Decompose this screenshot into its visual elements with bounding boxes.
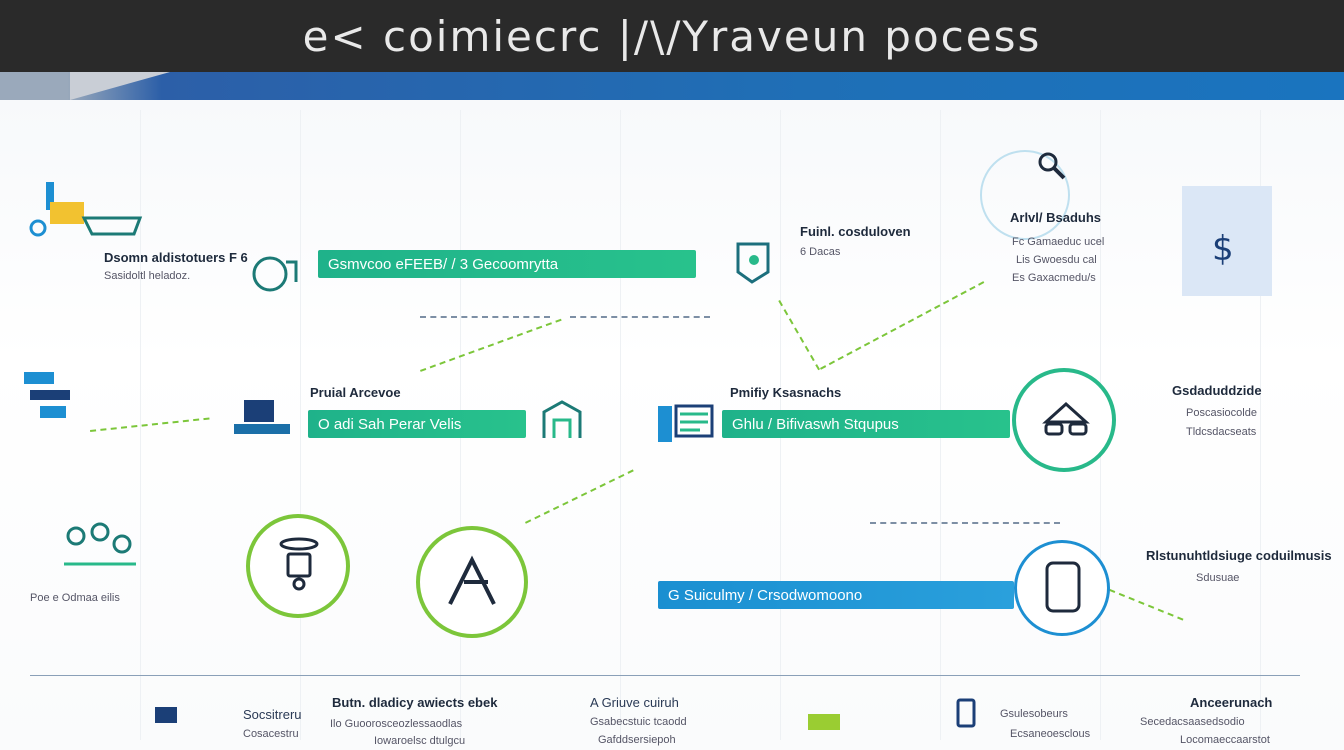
footer-sublabel: Iowaroelsc dtulgcu [374, 735, 466, 747]
footer-label: A Griuve cuiruh [590, 695, 679, 710]
footer-sublabel: Ecsaneoesclous [1010, 728, 1091, 740]
search-node [980, 150, 1070, 240]
footer-sublabel: Ilo Guoorosceozlessaodlas [330, 718, 463, 730]
node-label: Fuinl. cosduloven [800, 224, 911, 239]
node-label: Gsdaduddzide [1172, 383, 1262, 398]
separator-dashed [870, 522, 1060, 524]
glasses-icon [1042, 401, 1090, 436]
grid-line [1260, 110, 1261, 740]
team-icon [64, 522, 136, 566]
footer-sublabel: Gsabecstuic tcaodd [590, 716, 687, 728]
process-bar-bottom: G Suiculmy / Crsodwomoono [658, 581, 1014, 609]
document-list-icon [658, 404, 714, 442]
footer-sublabel: Cosacestru [243, 728, 299, 740]
separator-dashed [420, 316, 550, 318]
node-sublabel: Lis Gwoesdu cal [1016, 254, 1097, 266]
footer-label: Socsitreru [243, 707, 302, 722]
node-label: Dsomn aldistotuers F 6 [104, 250, 248, 265]
easel-node [416, 526, 528, 638]
lamp-icon [279, 537, 319, 591]
footer-divider [30, 675, 1300, 676]
svg-text:$: $ [1212, 229, 1234, 269]
header-band-wedge [70, 72, 170, 100]
lamp-node [246, 514, 350, 618]
node-sublabel: Sasidoltl heladoz. [104, 270, 191, 282]
glasses-node [1012, 368, 1116, 472]
node-sublabel: Fc Gamaeduc ucel [1012, 236, 1105, 248]
phone-icon [956, 698, 976, 728]
node-sublabel: Poe e Odmaa eilis [30, 592, 120, 604]
search-icon [1038, 152, 1066, 180]
process-bar-mid-left: O adi Sah Perar Velis [308, 410, 526, 438]
page-title: e< coimiecrc |/\/Yraveun pocess [0, 0, 1344, 72]
container-icon [1045, 561, 1081, 613]
easel-icon [448, 555, 496, 605]
bag-icon [29, 182, 84, 237]
node-label: Rlstunuhtldsiuge coduilmusis [1146, 548, 1332, 563]
footer-sublabel: Gsulesobeurs [1000, 708, 1068, 720]
node-sublabel: Sdusuae [1196, 572, 1240, 584]
node-label: Arlvl/ Bsaduhs [1010, 210, 1102, 225]
header-band [0, 72, 1344, 100]
node-sublabel: Poscasiocolde [1186, 407, 1257, 419]
footer-label: Anceerunach [1190, 695, 1273, 710]
node-sublabel: 6 Dacas [800, 246, 841, 258]
footer-label: Butn. dladicy awiects ebek [332, 695, 498, 710]
process-bar-top: Gsmvcoo eFEEB/ / 3 Gecoomrytta [318, 250, 696, 278]
node-label: Pruial Arcevoe [310, 385, 401, 400]
chat-cart-icon [252, 256, 298, 292]
monitor-icon [234, 400, 290, 434]
tag-icon [736, 242, 770, 284]
grid-line [300, 110, 301, 740]
grid-line [620, 110, 621, 740]
grid-line [140, 110, 141, 740]
cart-icon [81, 216, 143, 236]
footer-sublabel: Locomaeccaarstot [1180, 734, 1270, 746]
box-open-icon [542, 400, 582, 438]
process-bar-mid-right: Ghlu / Bifivaswh Stqupus [722, 410, 1010, 438]
node-sublabel: Es Gaxacmedu/s [1012, 272, 1096, 284]
node-label: Pmifiy Ksasnachs [730, 385, 842, 400]
node-sublabel: Tldcsdacseats [1186, 426, 1257, 438]
conveyor-icon [808, 714, 840, 730]
footer-sublabel: Gafddsersiepoh [598, 734, 676, 746]
dollar-chart-icon: $ [1182, 186, 1272, 296]
small-monitor-icon [155, 707, 177, 723]
separator-dashed [570, 316, 710, 318]
footer-sublabel: Secedacsaasedsodio [1140, 716, 1245, 728]
container-node [1014, 540, 1110, 636]
network-icon [24, 372, 70, 418]
